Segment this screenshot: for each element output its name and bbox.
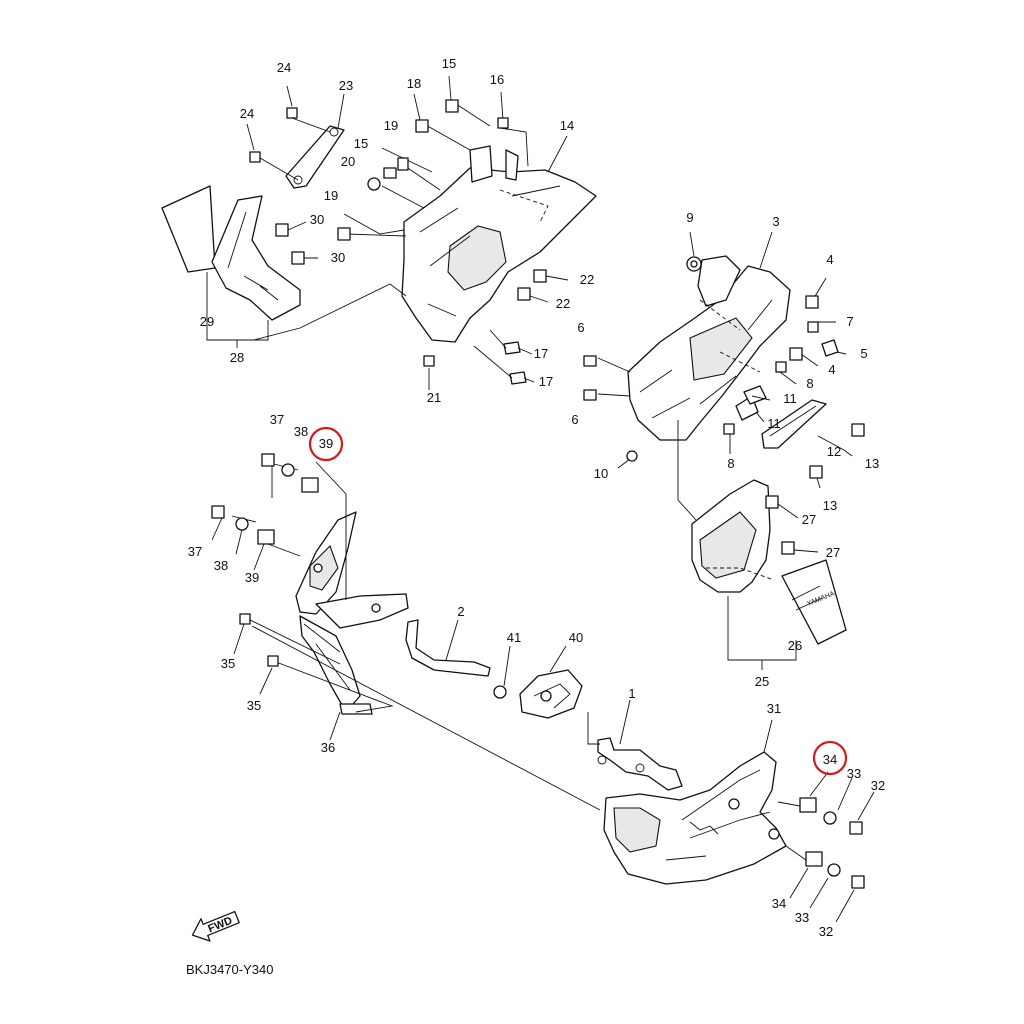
callout-label-25: 25 [755,674,769,689]
callout-label-23: 23 [339,78,353,93]
callout-label-27: 27 [826,545,840,560]
callout-label-24: 24 [240,106,254,121]
callout-label-22: 22 [556,296,570,311]
callout-label-11: 11 [767,416,781,431]
callout-label-31: 31 [767,701,781,716]
callout-label-18: 18 [407,76,421,91]
callout-label-15: 15 [442,56,456,71]
fwd-label: FWD [206,915,234,936]
callout-label-32: 32 [871,778,885,793]
callout-label-16: 16 [490,72,504,87]
highlight-circle-39 [308,426,344,462]
callout-label-4: 4 [826,252,833,267]
callout-labels: 2423241815161419152019303029282222171721… [188,56,885,939]
callout-label-6: 6 [577,320,584,335]
callout-label-29: 29 [200,314,214,329]
callout-label-13: 13 [865,456,879,471]
callout-label-9: 9 [686,210,693,225]
callout-label-3: 3 [772,214,779,229]
callout-label-5: 5 [860,346,867,361]
windshield-assembly [161,75,597,390]
callout-label-27: 27 [802,512,816,527]
callout-label-20: 20 [341,154,355,169]
callout-label-22: 22 [580,272,594,287]
callout-label-37: 37 [188,544,202,559]
callout-label-17: 17 [539,374,553,389]
callout-label-41: 41 [507,630,521,645]
callout-label-30: 30 [310,212,324,227]
callout-label-34: 34 [823,752,837,767]
callout-label-39: 39 [245,570,259,585]
side-cowl-assembly [691,479,847,670]
callout-label-30: 30 [331,250,345,265]
callout-label-26: 26 [788,638,802,653]
callout-label-33: 33 [847,766,861,781]
callout-label-19: 19 [384,118,398,133]
callout-label-10: 10 [594,466,608,481]
callout-label-33: 33 [795,910,809,925]
callout-label-37: 37 [270,412,284,427]
callout-label-13: 13 [823,498,837,513]
callout-label-35: 35 [221,656,235,671]
callout-label-19: 19 [324,188,338,203]
callout-label-32: 32 [819,924,833,939]
callout-label-38: 38 [294,424,308,439]
callout-label-14: 14 [560,118,574,133]
diagram-code: BKJ3470-Y340 [186,962,273,977]
callout-label-40: 40 [569,630,583,645]
callout-label-15: 15 [354,136,368,151]
lower-cowl-assembly [603,719,875,923]
highlight-circle-34 [812,740,848,776]
callout-label-11: 11 [783,391,797,406]
lower-left-panel-assembly [211,453,601,811]
callout-label-8: 8 [727,456,734,471]
callout-label-21: 21 [427,390,441,405]
callout-label-2: 2 [457,604,464,619]
callout-label-24: 24 [277,60,291,75]
callout-label-39: 39 [319,436,333,451]
lower-middle-parts [493,645,683,791]
callout-label-7: 7 [846,314,853,329]
callout-label-34: 34 [772,896,786,911]
fwd-arrow-icon: FWD [191,910,240,942]
callout-label-28: 28 [230,350,244,365]
callout-label-38: 38 [214,558,228,573]
callout-label-35: 35 [247,698,261,713]
callout-label-12: 12 [827,444,841,459]
callout-label-1: 1 [628,686,635,701]
callout-label-17: 17 [534,346,548,361]
callout-label-4: 4 [828,362,835,377]
callout-label-36: 36 [321,740,335,755]
callout-label-8: 8 [806,376,813,391]
callout-label-6: 6 [571,412,578,427]
headlight-stay-assembly [583,231,865,521]
